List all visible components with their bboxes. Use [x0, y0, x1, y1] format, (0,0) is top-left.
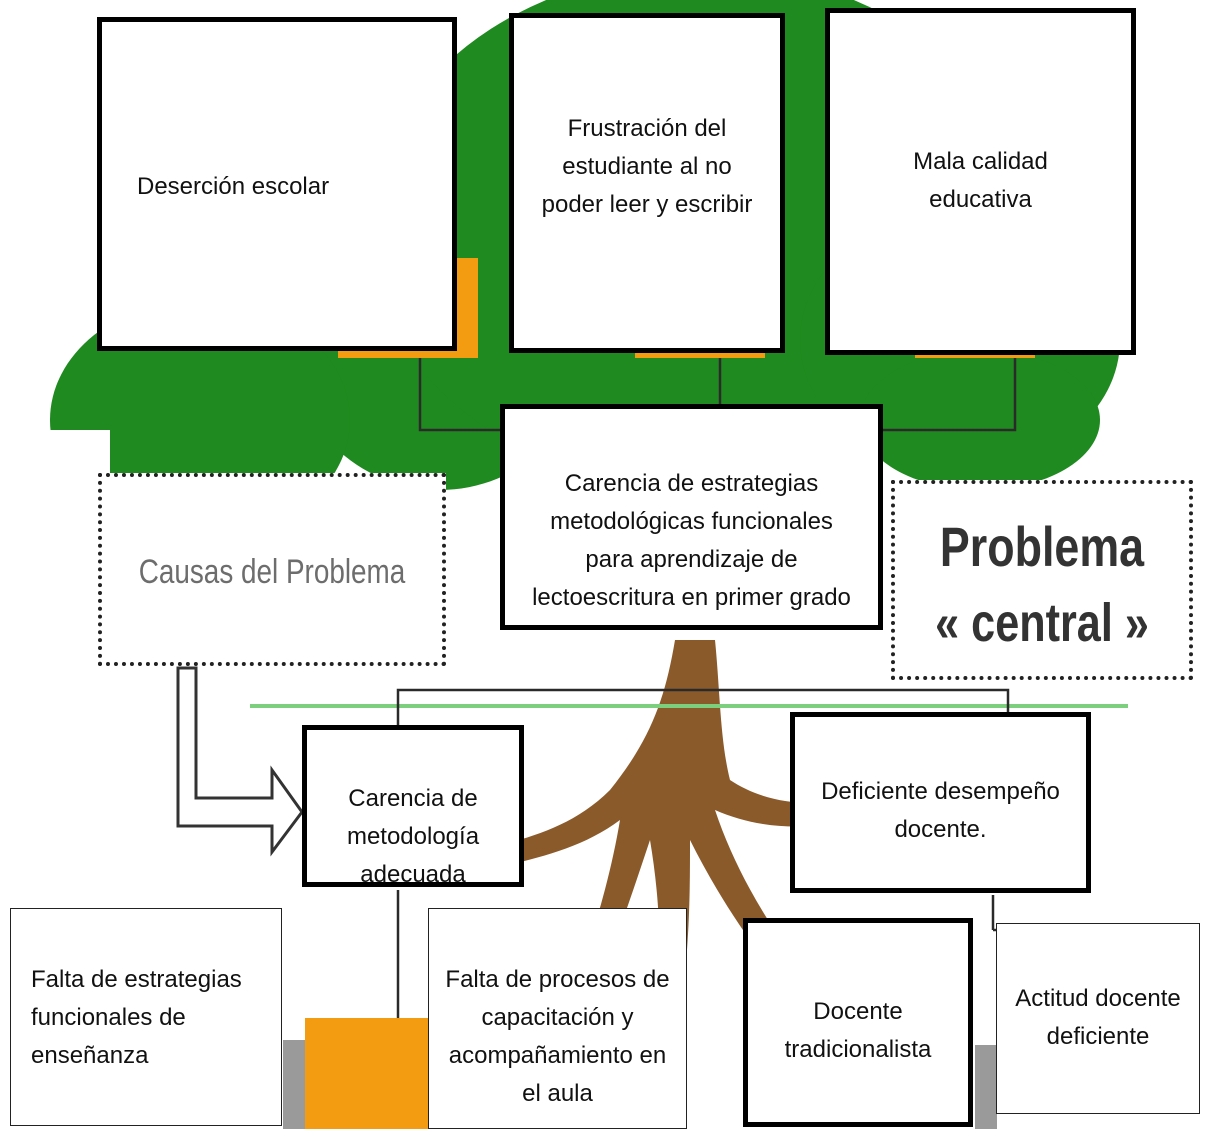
effect-box-2: Frustración del estudiante al no poder l…: [509, 13, 785, 353]
effect-text-2: Frustración del estudiante al no poder l…: [541, 115, 753, 218]
cause-text-2: Deficiente desempeño docente.: [821, 778, 1060, 843]
effect-box-1: Deserción escolar: [97, 17, 457, 351]
effect-box-3: Mala calidad educativa: [825, 8, 1136, 355]
cause-text-1: Carencia de metodología adecuada: [346, 785, 480, 888]
cause-box-2: Deficiente desempeño docente.: [790, 712, 1091, 893]
sub-cause-text-2: Falta de procesos de capacitación y acom…: [445, 966, 670, 1107]
effect-text-1: Deserción escolar: [137, 173, 330, 200]
cause-box-1: Carencia de metodología adecuada: [302, 725, 524, 888]
sub-cause-box-4: Actitud docente deficiente: [996, 923, 1200, 1114]
sub-cause-box-3: Docente tradicionalista: [743, 918, 973, 1127]
central-label-line1: Problema: [939, 515, 1145, 578]
causes-arrow: [176, 666, 304, 857]
sub-cause-box-2: Falta de procesos de capacitación y acom…: [428, 908, 687, 1129]
central-problem-text: Carencia de estrategias metodológicas fu…: [532, 470, 851, 611]
sub-cause-text-1: Falta de estrategias funcionales de ense…: [31, 966, 242, 1069]
sub-cause-box-1: Falta de estrategias funcionales de ense…: [10, 908, 282, 1126]
causes-label-box: Causas del Problema: [98, 473, 446, 666]
causes-label: Causas del Problema: [138, 553, 406, 591]
central-label-line2: « central »: [935, 593, 1149, 653]
sub-cause-text-4: Actitud docente deficiente: [1015, 985, 1181, 1050]
central-label-box: Problema « central »: [891, 480, 1193, 680]
orange-block-bottom: [305, 1018, 430, 1129]
sub-cause-text-3: Docente tradicionalista: [784, 998, 932, 1063]
central-problem-box: Carencia de estrategias metodológicas fu…: [500, 404, 883, 630]
effect-text-3: Mala calidad educativa: [913, 148, 1048, 213]
